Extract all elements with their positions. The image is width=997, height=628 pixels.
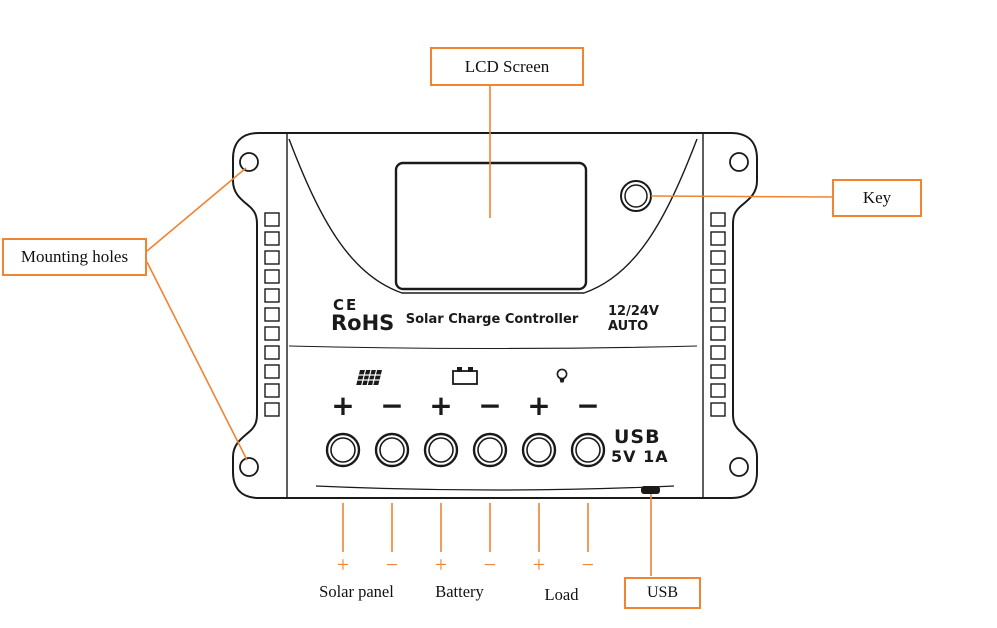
device-sign-solar-plus: + xyxy=(331,389,355,422)
vent xyxy=(710,345,726,360)
bottom-sign-load-minus: − xyxy=(581,552,595,577)
voltage-label: 12/24V xyxy=(608,304,659,319)
vent xyxy=(710,383,726,398)
lcd-screen xyxy=(394,161,588,291)
load-label: Load xyxy=(544,585,579,604)
bottom-sign-solar-minus: − xyxy=(385,552,399,577)
face-bottom-lip xyxy=(315,485,675,491)
terminal-leader-lines xyxy=(342,503,589,552)
lcd-screen-callout: LCD Screen xyxy=(430,47,584,86)
device-sign-battery-plus: + xyxy=(429,389,453,422)
mounting-hole-top-left xyxy=(239,152,259,172)
vent xyxy=(264,269,280,284)
vent xyxy=(710,250,726,265)
ce-mark: CE xyxy=(333,296,359,314)
mounting-holes-callout-label: Mounting holes xyxy=(20,247,129,266)
vent xyxy=(264,231,280,246)
lcd-screen-callout-label: LCD Screen xyxy=(464,56,550,76)
device-sign-solar-minus: − xyxy=(380,389,404,422)
terminal-battery-minus xyxy=(472,432,508,468)
bottom-sign-battery-minus: − xyxy=(483,552,497,577)
terminal-battery-plus xyxy=(423,432,459,468)
device-sign-load-plus: + xyxy=(527,389,551,422)
device-title: Solar Charge Controller xyxy=(405,312,579,327)
bottom-sign-load-plus: + xyxy=(532,552,546,577)
vent xyxy=(710,326,726,341)
mounting-hole-top-right xyxy=(729,152,749,172)
mounting-holes-callout-line-bottom xyxy=(146,261,248,461)
key-callout-label: Key xyxy=(862,188,892,207)
lamp-icon xyxy=(556,368,568,383)
device-sign-load-minus: − xyxy=(576,389,600,422)
vent xyxy=(710,231,726,246)
usb-port xyxy=(641,486,660,494)
vent xyxy=(710,269,726,284)
vent xyxy=(264,288,280,303)
mounting-hole-bottom-right xyxy=(729,457,749,477)
terminal-solar-minus xyxy=(374,432,410,468)
battery-icon xyxy=(452,367,478,385)
usb-spec-text: 5V 1A xyxy=(611,447,669,466)
face-mid-line xyxy=(288,345,698,350)
vent xyxy=(264,364,280,379)
bottom-sign-solar-plus: + xyxy=(336,552,350,577)
vent-column-right xyxy=(710,212,726,417)
vent xyxy=(264,326,280,341)
terminal-load-plus xyxy=(521,432,557,468)
vent xyxy=(710,288,726,303)
vent xyxy=(264,307,280,322)
face-contour-line xyxy=(288,138,698,294)
vent-column-left xyxy=(264,212,280,417)
terminal-solar-plus xyxy=(325,432,361,468)
vent xyxy=(264,383,280,398)
mounting-holes-callout: Mounting holes xyxy=(2,238,147,276)
usb-callout-label: USB xyxy=(646,584,679,601)
key-callout: Key xyxy=(832,179,922,217)
vent xyxy=(264,212,280,227)
solar-panel-label: Solar panel xyxy=(319,582,394,601)
vent xyxy=(710,307,726,322)
vent xyxy=(710,364,726,379)
battery-label: Battery xyxy=(435,582,484,601)
auto-label: AUTO xyxy=(608,319,649,334)
solar-panel-icon xyxy=(356,370,382,385)
mounting-hole-bottom-left xyxy=(239,457,259,477)
device-sign-battery-minus: − xyxy=(478,389,502,422)
rohs-mark: RoHS xyxy=(331,311,395,335)
device-outline xyxy=(232,132,758,499)
key-callout-line xyxy=(650,195,833,198)
vent xyxy=(264,345,280,360)
vent xyxy=(710,212,726,227)
vent xyxy=(264,402,280,417)
vent xyxy=(710,402,726,417)
bottom-sign-battery-plus: + xyxy=(434,552,448,577)
usb-text: USB xyxy=(614,426,661,448)
usb-callout: USB xyxy=(624,577,701,609)
mounting-holes-callout-line-top xyxy=(146,167,247,252)
terminal-load-minus xyxy=(570,432,606,468)
vent xyxy=(264,250,280,265)
